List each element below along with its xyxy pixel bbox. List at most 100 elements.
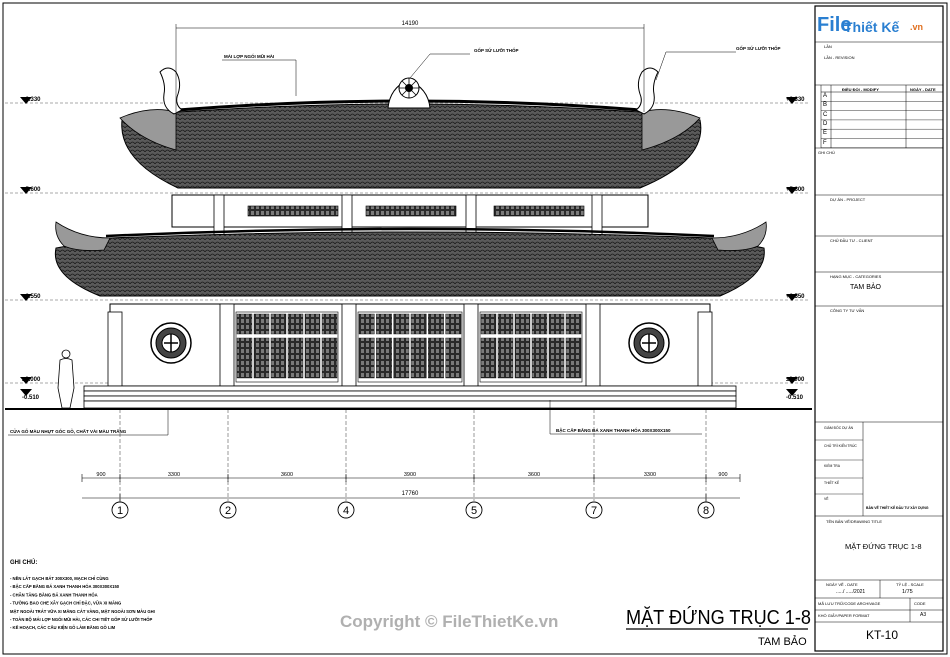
tb-col-modify: ĐIỀU ĐỔI - MODIFY — [842, 87, 879, 92]
level-left-mid: +5.600 — [22, 187, 41, 193]
note-line: - TOÀN BỘ MÁI LỢP NGÓI MŨI HÀI, CÁC CHI … — [10, 617, 152, 622]
logo-thietke: Thiết Kế — [844, 19, 900, 35]
door-panels — [235, 311, 583, 383]
tb-remark: GHI CHÚ — [818, 150, 835, 155]
bay-dim: 3900 — [404, 472, 416, 478]
grid-bubble: 1 — [111, 409, 129, 519]
tb-director-label: GIÁM ĐỐC DỰ ÁN — [824, 426, 854, 430]
tb-drawing-title-value: MẶT ĐỨNG TRỤC 1-8 — [845, 542, 922, 551]
tb-col-date: NGÀY - DATE — [910, 87, 936, 92]
grid-label: 5 — [471, 505, 477, 517]
tb-check-label: KIỂM TRA — [824, 464, 840, 468]
grid-bubble: 4 — [337, 409, 355, 519]
level-markers-left — [20, 97, 32, 396]
lower-roof — [54, 231, 765, 297]
level-right-eave: +2.550 — [786, 294, 805, 300]
level-left-zero: ±0.000 — [22, 377, 41, 383]
tb-date-label: NGÀY VẼ - DATE — [826, 582, 858, 587]
note-line: - CHÂN TẢNG BẰNG ĐÁ XANH THANH HÓA — [10, 592, 98, 597]
level-markers-right — [786, 97, 798, 396]
callout-left-base: CỬA GỖ MÀU NHỰT GÓC GỖ, CHẤT VÀI MÀU TRẮ… — [10, 427, 127, 434]
ridge-center-ornament-icon — [387, 77, 431, 109]
level-left-top: +8.330 — [22, 97, 41, 103]
callout-right-base: BẬC CẤP BẰNG ĐÁ XANH THANH HÓA 300X300X1… — [556, 426, 671, 433]
tb-chief-label: CHỦ TRÌ KIẾN TRÚC — [824, 444, 857, 448]
tb-stamp-note: BẢN VẼ THIẾT KẾ ĐẦU TƯ XÂY DỰNG — [866, 506, 929, 510]
logo-vn: .vn — [910, 22, 924, 32]
tb-consultant-label: CÔNG TY TƯ VẤN — [830, 308, 865, 313]
ridge-dragon-right-icon — [635, 67, 659, 115]
tb-date-value: ...../ ...../2021 — [836, 589, 866, 595]
title-block — [814, 5, 944, 652]
level-left-base: -0.510 — [22, 395, 40, 401]
tb-design-label: THIẾT KẾ — [824, 481, 840, 485]
note-line: - KẾ HOẠCH, CÁC CẤU KIỆN GỖ LÀM BẰNG GỖ … — [10, 625, 116, 630]
level-right-mid: +5.600 — [786, 187, 805, 193]
bay-dim: 3600 — [528, 472, 540, 478]
bay-dim: 3600 — [281, 472, 293, 478]
tb-drawing-title-label: TÊN BẢN VẼ/DRAWING TITLE — [826, 519, 883, 524]
tb-client-label: CHỦ ĐẦU TƯ - CLIENT — [830, 238, 873, 243]
tb-scale-value: 1/75 — [902, 589, 913, 595]
grid-bubble: 7 — [585, 409, 603, 519]
bay-dim: 3300 — [644, 472, 656, 478]
tb-project-label: DỰ ÁN - PROJECT — [830, 197, 866, 202]
callout-ornament-center: GỐP SỨ LƯỠI THỐP — [474, 47, 518, 53]
callout-roof-tile: MÁI LỢP NGÓI MŨI HÀI — [224, 52, 274, 59]
grid-label: 7 — [591, 505, 597, 517]
copyright-watermark: Copyright © FileThietKe.vn — [340, 612, 559, 631]
dim-overall-width: 17760 — [402, 491, 419, 497]
grid-bubble: 5 — [465, 409, 483, 519]
tb-header-rev: LẦN - REVISION — [824, 55, 855, 60]
dim-overall-top: 14190 — [402, 21, 419, 27]
columns — [107, 303, 713, 387]
round-window-right-icon — [628, 322, 670, 364]
bay-dim: 900 — [718, 472, 727, 478]
tb-rev-row-label: B — [823, 102, 828, 109]
human-figure-icon — [57, 349, 75, 409]
grid-bubble: 2 — [219, 409, 237, 519]
note-line: - NỀN LÁT GẠCH BÁT 300X300, MẠCH CHỈ CÙN… — [10, 576, 109, 581]
filethietke-logo: File Thiết Kế .vn — [815, 14, 935, 40]
tb-sheet-no: KT-10 — [866, 628, 899, 642]
tb-rev-row-label: C — [823, 111, 828, 118]
door-leaves — [236, 313, 582, 379]
note-line: - BẬC CẤP BẰNG ĐÁ XANH THANH HÓA 300X300… — [10, 584, 120, 589]
tb-category-label: HẠNG MỤC - CATEGORIES — [830, 274, 882, 279]
bay-dim: 3300 — [168, 472, 180, 478]
level-left-eave: +2.550 — [22, 294, 41, 300]
level-right-zero: ±0.000 — [786, 377, 805, 383]
upper-roof — [121, 103, 702, 189]
tb-header-no: LẦN — [824, 44, 832, 49]
tb-draw-label: VẼ — [824, 497, 829, 501]
front-steps — [83, 385, 737, 409]
drawing-title-main: MẶT ĐỨNG TRỤC 1-8 — [626, 606, 811, 629]
notes-title: GHI CHÚ: — [10, 559, 37, 566]
grid-label: 4 — [343, 505, 349, 517]
drawing-title-sub: TAM BẢO — [758, 635, 807, 648]
callout-ornament-right: GỐP SỨ LƯỠI THỐP — [736, 45, 780, 51]
note-line: MẶT NGOÀI TRÁT VỮA XI MĂNG CÁT VÀNG, MẶT… — [10, 609, 155, 614]
note-line: - TƯỜNG BAO CHE XÂY GẠCH CHỈ ĐẶC, VỮA XI… — [10, 601, 121, 606]
tb-rev-row-label: E — [823, 130, 828, 137]
logo-file: File — [817, 14, 852, 36]
tb-rev-row-label: F — [823, 139, 827, 146]
level-right-top: +8.330 — [786, 97, 805, 103]
grid-label: 8 — [703, 505, 709, 517]
tb-category-value: TAM BẢO — [850, 284, 881, 291]
tb-paper-label: KHỔ GIẤY/PAPER FORMAT — [818, 613, 870, 618]
tb-scale-label: TỶ LỆ - SCALE — [896, 582, 924, 587]
grid-bubble: 8 — [697, 409, 715, 519]
tb-rev-row-label: D — [823, 120, 828, 127]
round-window-left-icon — [150, 322, 192, 364]
ridge-dragon-left-icon — [159, 67, 183, 115]
tb-archive-label: MÃ LƯU TRỮ/CODE ARCHIVAGE — [818, 601, 881, 606]
grid-label: 2 — [225, 505, 231, 517]
grid-label: 1 — [117, 505, 123, 517]
elevation-drawing: 14190 +8.330 +5.600 +2.550 ±0.000 -0.510… — [5, 21, 812, 519]
tb-code-label: CODE — [914, 601, 926, 606]
bay-dim: 900 — [96, 472, 105, 478]
level-right-base: -0.510 — [786, 395, 804, 401]
tb-paper-value: A3 — [920, 612, 927, 618]
